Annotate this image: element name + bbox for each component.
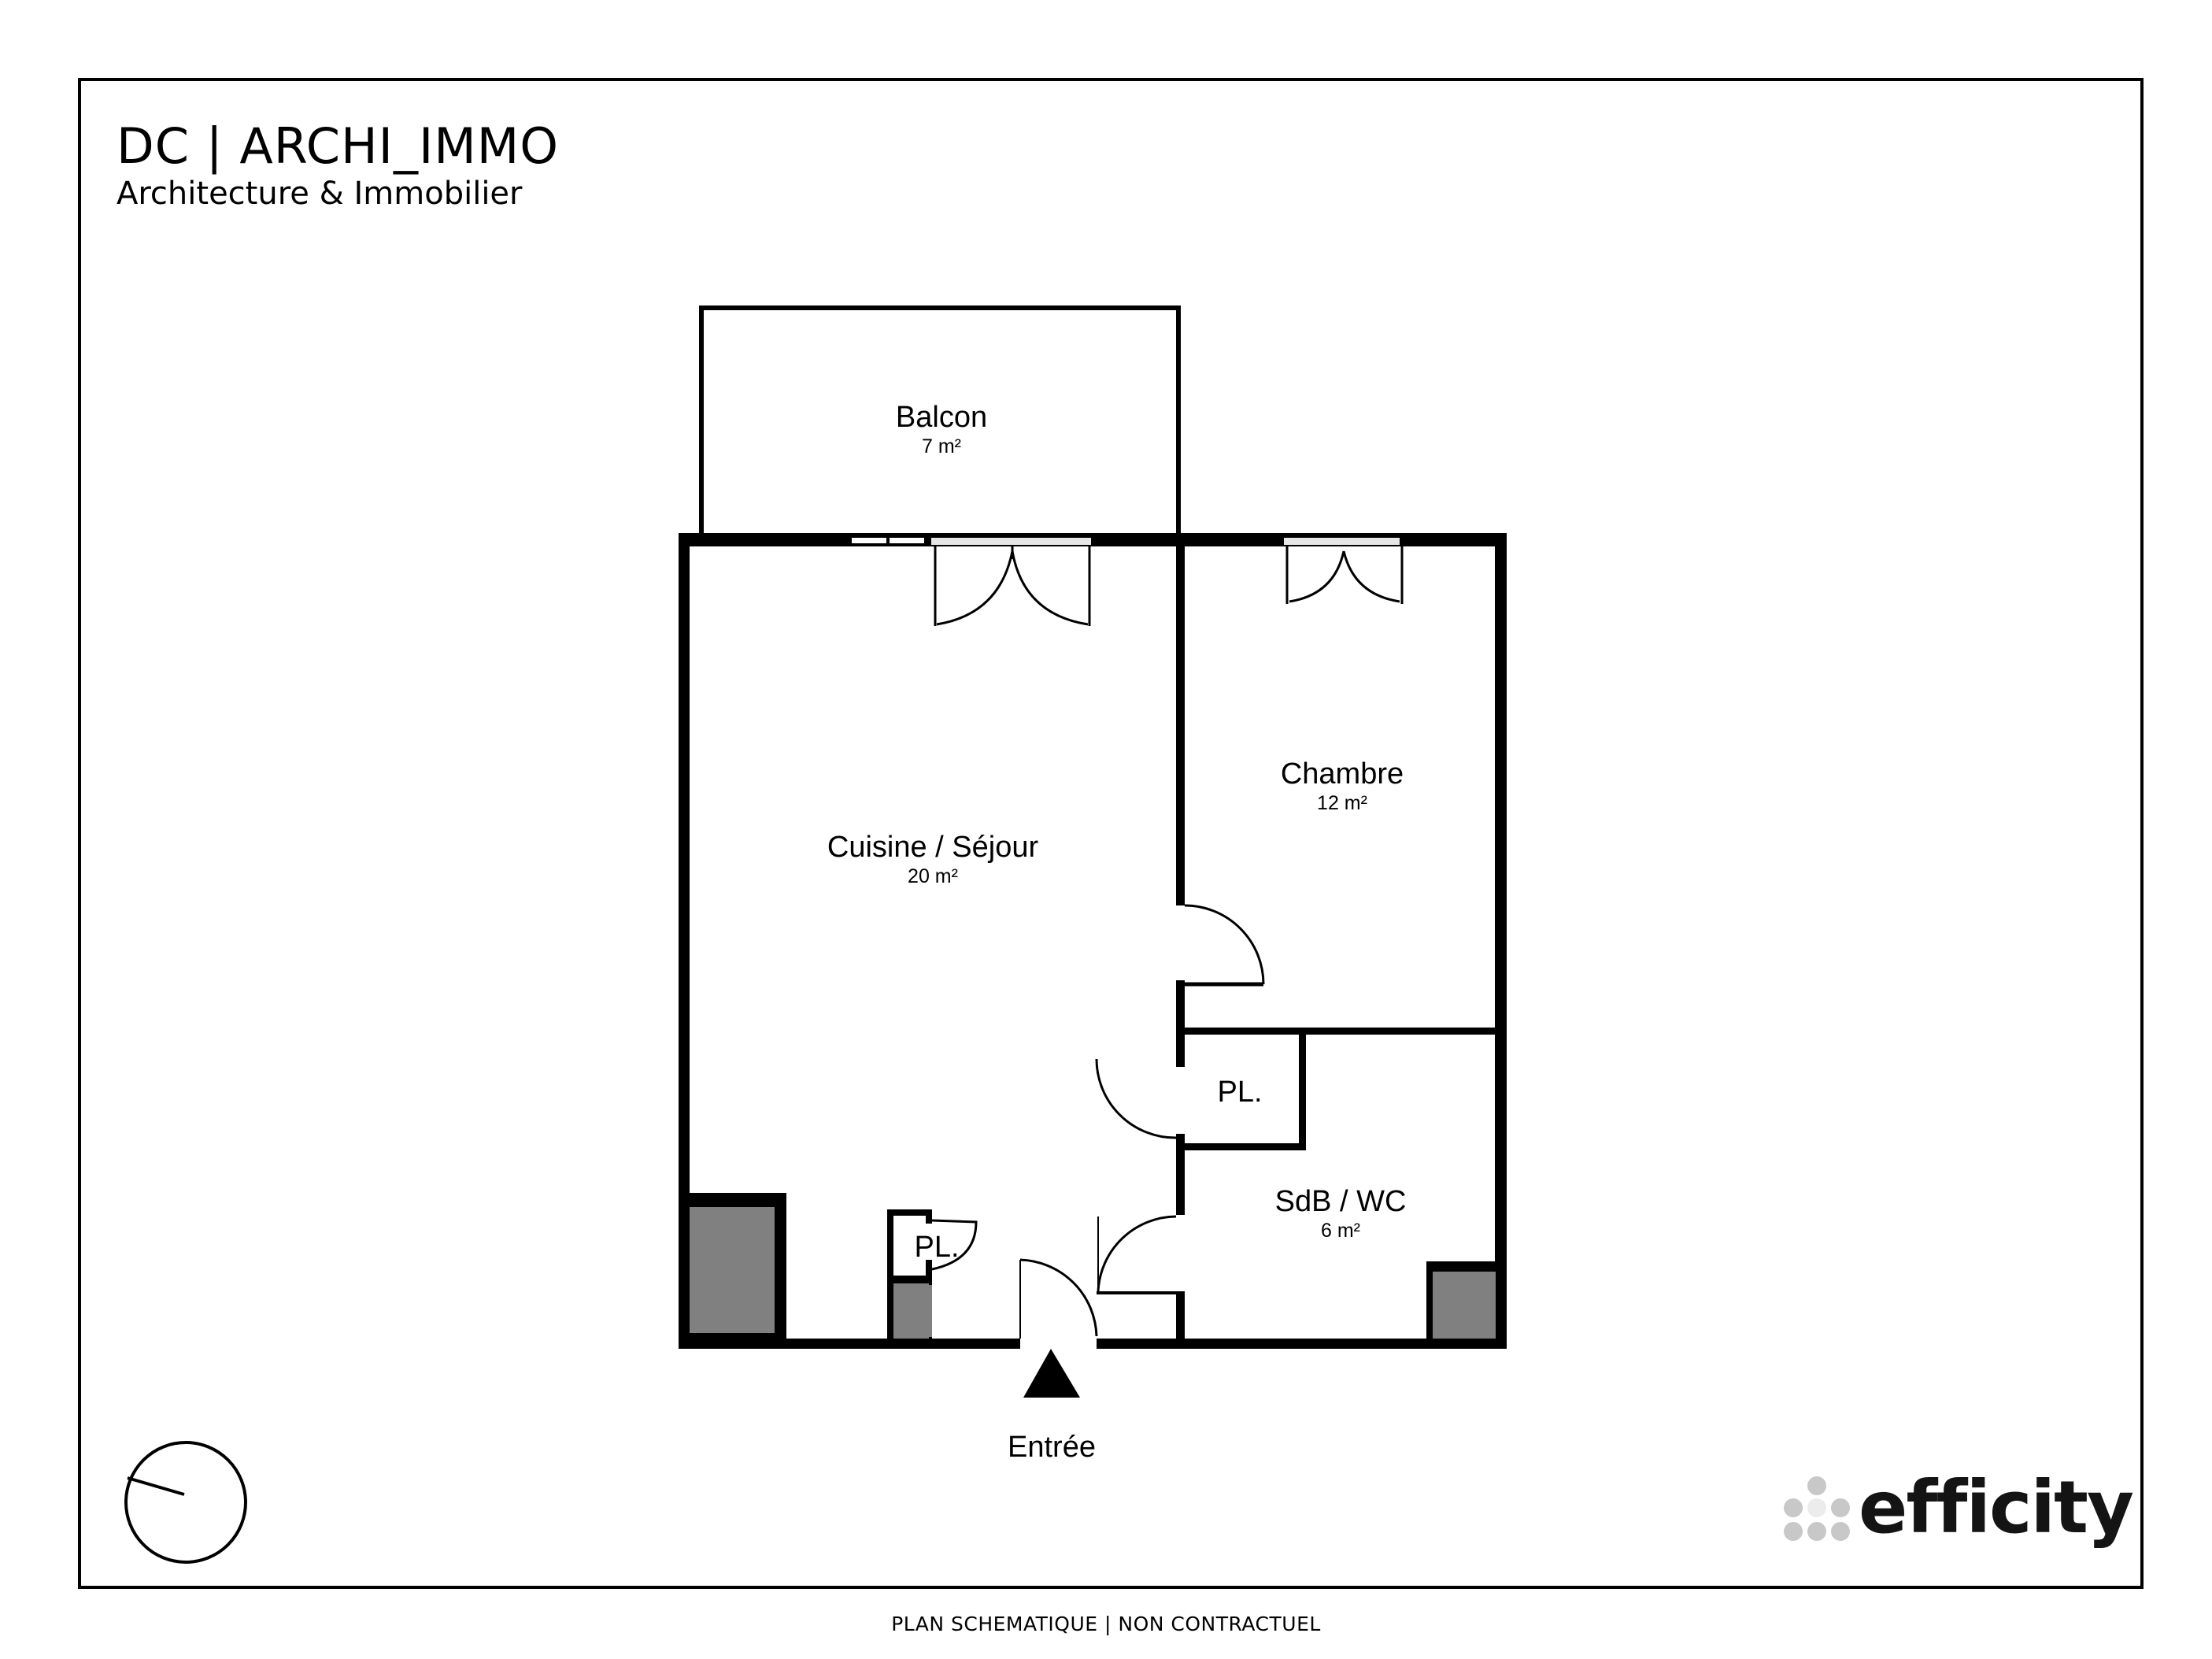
footer-disclaimer: PLAN SCHEMATIQUE | NON CONTRACTUEL bbox=[891, 1613, 1321, 1635]
brand-subtitle: Architecture & Immobilier bbox=[117, 176, 523, 212]
room-label-balcon: Balcon bbox=[896, 401, 987, 434]
door-entrance bbox=[1019, 1258, 1098, 1339]
room-area-cuisine-sejour: 20 m² bbox=[908, 865, 958, 887]
plan-frame bbox=[78, 78, 2144, 1589]
french-door-chambre bbox=[1285, 546, 1404, 604]
window-openings bbox=[852, 538, 1400, 545]
brand-title: DC | ARCHI_IMMO bbox=[117, 117, 560, 175]
efficity-wordmark: efficity bbox=[1859, 1465, 2134, 1550]
room-label-chambre: Chambre bbox=[1281, 757, 1404, 791]
north-indicator-icon bbox=[124, 1441, 247, 1564]
door-placard-middle bbox=[1095, 1058, 1177, 1139]
room-label-sdb-wc: SdB / WC bbox=[1275, 1185, 1407, 1218]
room-area-balcon: 7 m² bbox=[922, 435, 961, 457]
french-door-living bbox=[934, 546, 1091, 626]
room-label-placard-bottom: PL. bbox=[914, 1231, 959, 1264]
efficity-logo: efficity bbox=[1781, 1461, 2134, 1555]
entrance-arrow-icon bbox=[1023, 1349, 1080, 1398]
brand-header: DC | ARCHI_IMMO Architecture & Immobilie… bbox=[117, 118, 559, 213]
outer-walls bbox=[679, 533, 1507, 1349]
room-area-sdb-wc: 6 m² bbox=[1321, 1220, 1360, 1242]
interior-walls bbox=[1097, 533, 1507, 1346]
efficity-dots-icon bbox=[1781, 1472, 1852, 1543]
door-chambre bbox=[1184, 904, 1265, 987]
door-sdb bbox=[1097, 1215, 1177, 1292]
entrance-label: Entrée bbox=[1008, 1431, 1096, 1464]
room-label-cuisine-sejour: Cuisine / Séjour bbox=[827, 831, 1039, 864]
room-label-placard-middle: PL. bbox=[1217, 1076, 1262, 1109]
fixtures bbox=[690, 1193, 1497, 1344]
room-area-chambre: 12 m² bbox=[1317, 792, 1367, 814]
